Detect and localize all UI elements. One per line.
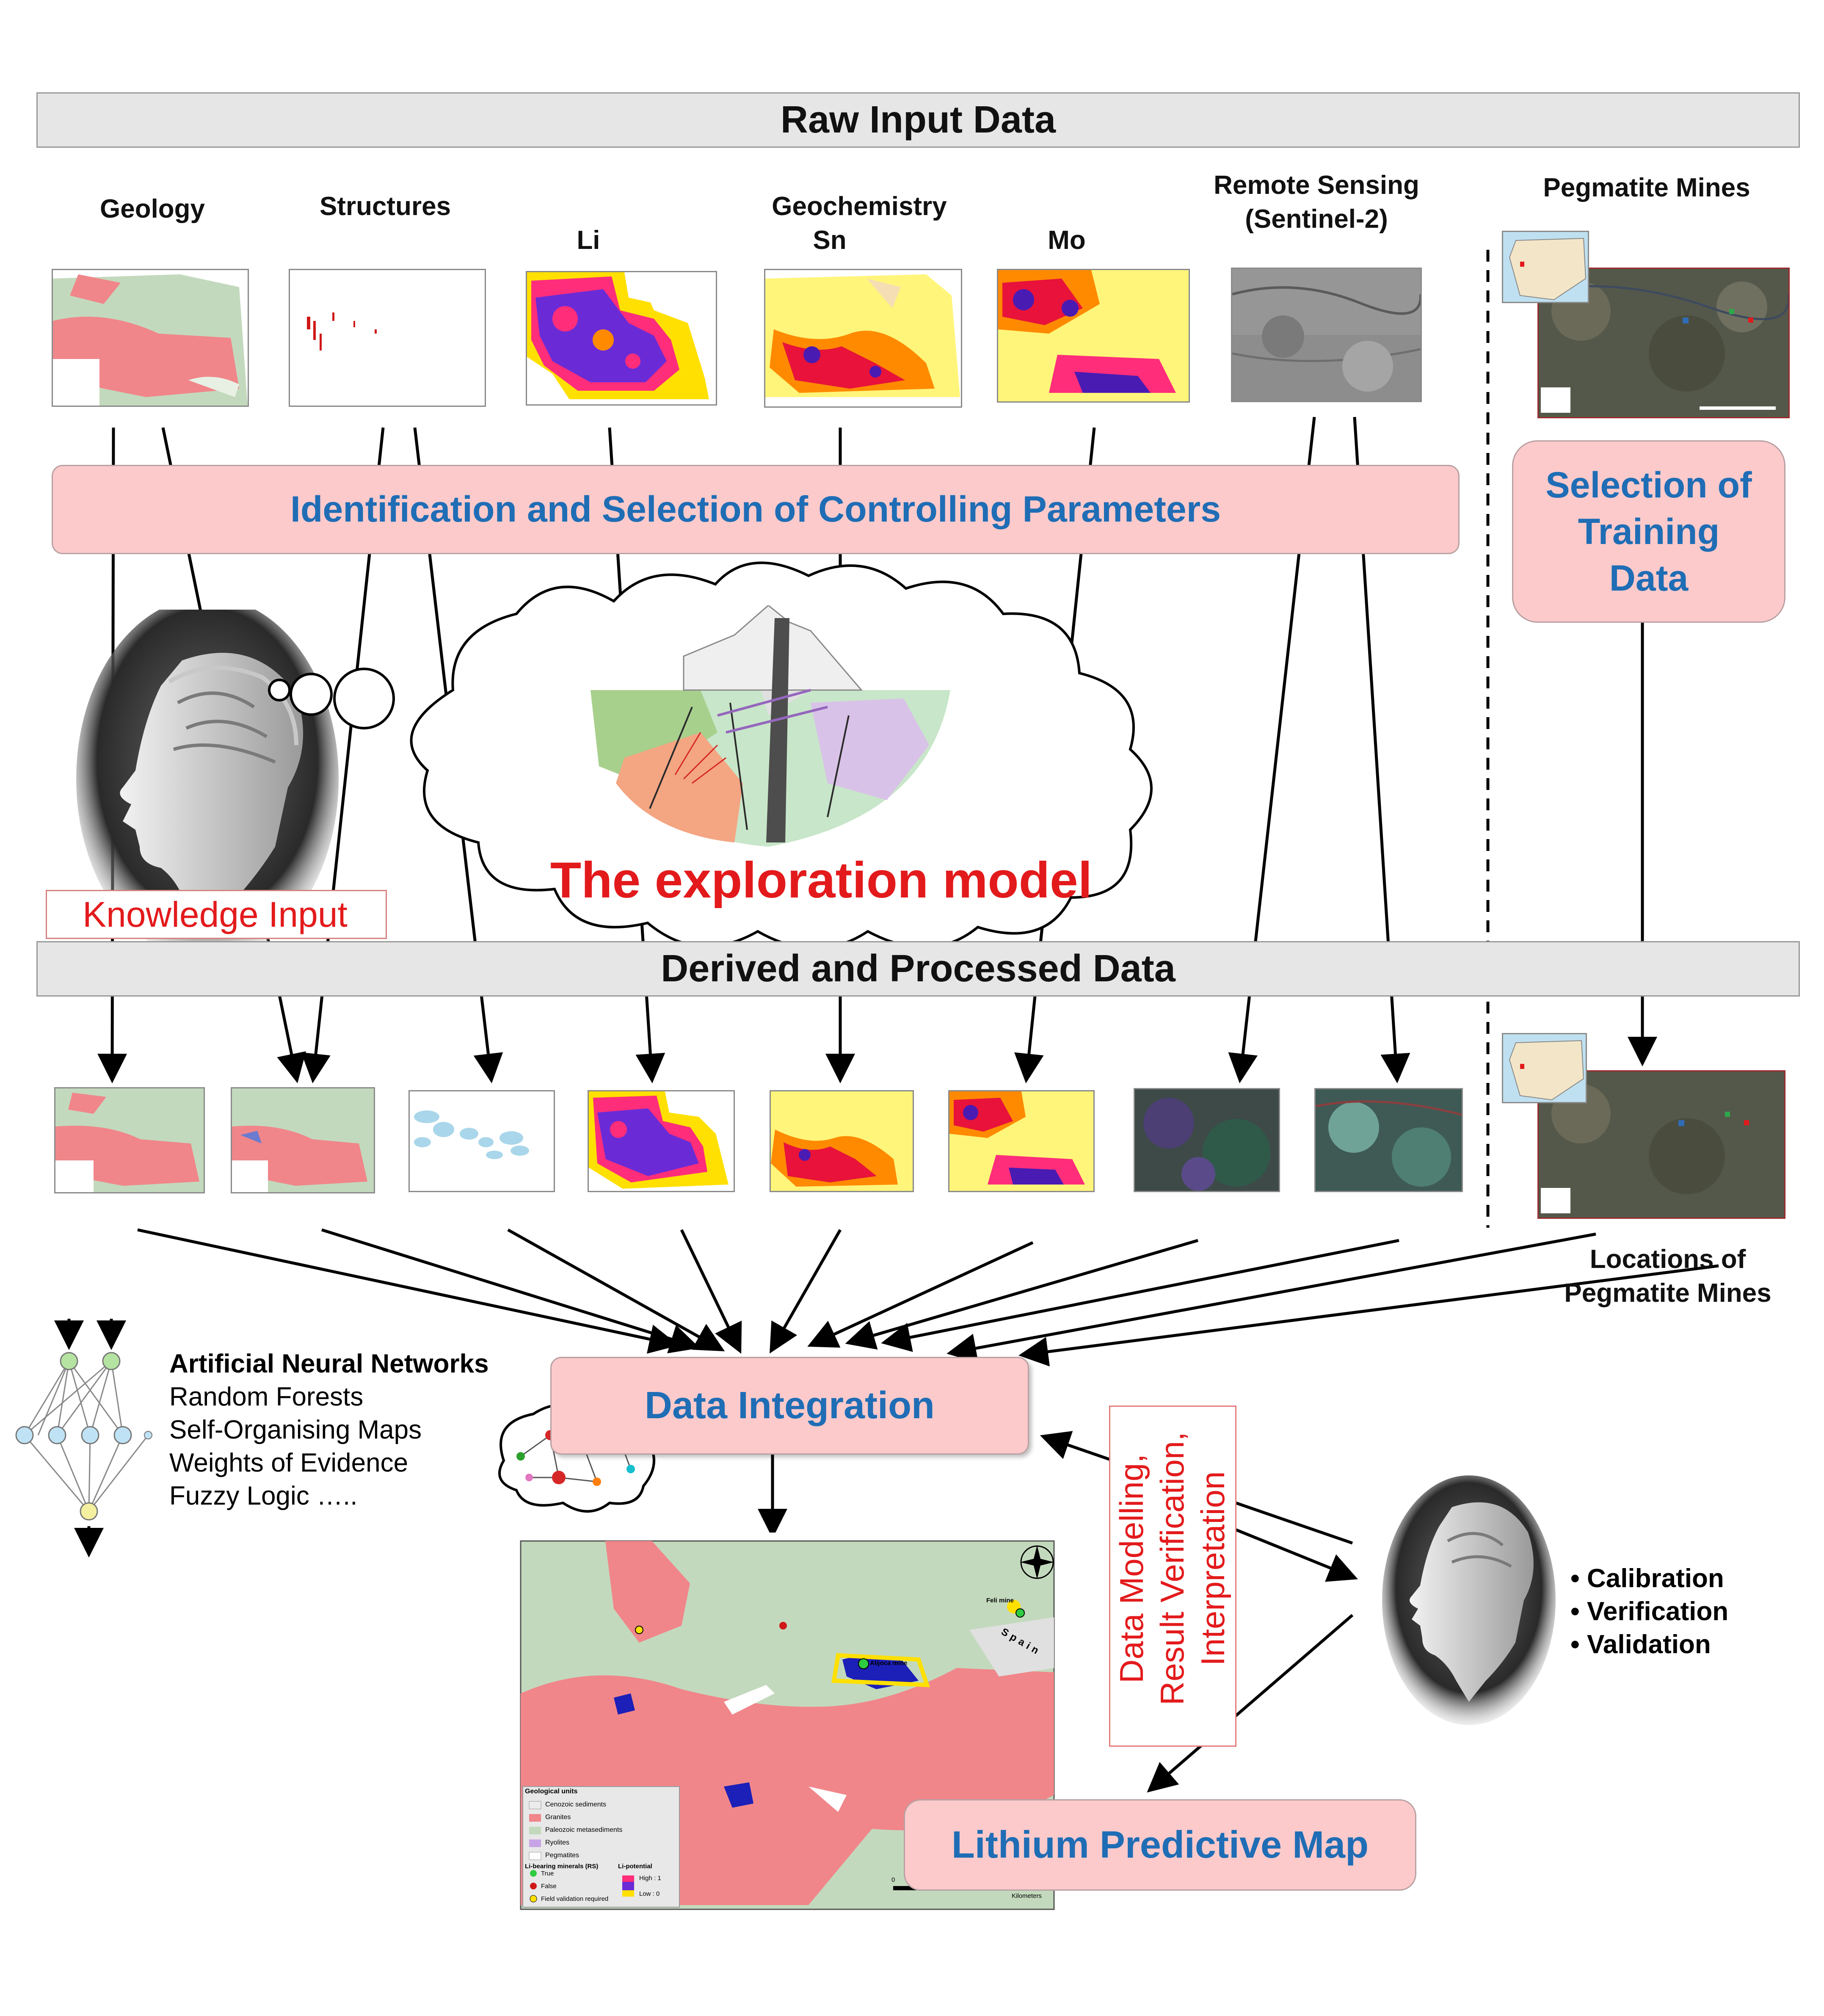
- methods-title: Artificial Neural Networks: [169, 1349, 489, 1378]
- bullet-text: Validation: [1587, 1630, 1711, 1659]
- geochemistry-label: Geochemistry: [772, 192, 947, 221]
- mo-label: Mo: [1048, 226, 1086, 255]
- bullet-text: Calibration: [1587, 1564, 1724, 1593]
- derived-pegmatite-mines-map: [1537, 1070, 1785, 1219]
- mineral-true: True: [541, 1870, 554, 1877]
- geology-map-thumbnail: [52, 269, 249, 407]
- training-line3: Data: [1609, 558, 1689, 599]
- scale-unit: Kilometers: [1012, 1892, 1042, 1900]
- bullet-verification: • Verification: [1570, 1597, 1729, 1626]
- knowledge-input-box: [46, 890, 387, 939]
- remote-sensing-label: Remote Sensing (Sentinel-2): [1185, 168, 1448, 236]
- geology-label: Geology: [99, 194, 205, 224]
- scale-0: 0: [891, 1876, 895, 1883]
- derived-sn-thumbnail: [770, 1090, 914, 1192]
- locations-line2: Pegmatite Mines: [1564, 1279, 1772, 1308]
- derived-li-thumbnail: [588, 1090, 735, 1192]
- potential-title: Li-potential: [618, 1863, 652, 1870]
- derived-lithology-thumbnail: [231, 1087, 375, 1193]
- remote-sensing-line2: (Sentinel-2): [1245, 204, 1388, 234]
- derived-geology-thumbnail: [54, 1087, 205, 1193]
- thought-bubbles: [268, 668, 395, 729]
- legend-unit: Granites: [545, 1814, 571, 1821]
- geological-cross-section-illustration: [591, 605, 950, 847]
- legend-unit: Paleozoic metasediments: [545, 1826, 623, 1834]
- structures-label: Structures: [319, 192, 451, 221]
- method-item: Random Forests: [169, 1382, 364, 1411]
- training-line1: Selection of: [1545, 464, 1752, 505]
- exploration-model-title: The exploration model: [550, 852, 1093, 909]
- minerals-title: Li-bearing minerals (RS): [525, 1863, 599, 1870]
- derived-structures-thumbnail: [408, 1090, 555, 1192]
- raw-input-banner: Raw Input Data: [36, 92, 1800, 148]
- modelling-line2: Result Verification,: [1153, 1432, 1191, 1705]
- data-integration-box: Data Integration: [550, 1357, 1029, 1455]
- sentinel2-image-thumbnail: [1231, 268, 1422, 402]
- derived-sentinel2-composite-2: [1314, 1088, 1463, 1192]
- training-line2: Training: [1578, 511, 1720, 552]
- methods-list: Artificial Neural Networks Random Forest…: [169, 1348, 550, 1513]
- structures-map-thumbnail: [289, 269, 486, 407]
- bullet-text: Verification: [1587, 1597, 1729, 1626]
- method-item: Self-Organising Maps: [169, 1415, 422, 1444]
- legend-unit: Pegmatites: [545, 1852, 579, 1859]
- modelling-line3: Interpretation: [1194, 1471, 1231, 1666]
- derived-sentinel2-composite-1: [1134, 1088, 1280, 1192]
- data-modelling-text: Data Modelling, Result Verification, Int…: [1111, 1399, 1234, 1738]
- validation-bullets: • Calibration • Verification • Validatio…: [1570, 1562, 1807, 1661]
- legend-unit: Ryolites: [545, 1839, 569, 1846]
- method-item: Weights of Evidence: [169, 1448, 408, 1477]
- iberia-inset-map: [1502, 231, 1589, 303]
- legend-title: Geological units: [525, 1788, 578, 1795]
- method-item: Fuzzy Logic …..: [169, 1481, 358, 1511]
- derived-mo-thumbnail: [948, 1090, 1095, 1192]
- sn-label: Sn: [813, 226, 847, 255]
- potential-high: High : 1: [639, 1875, 661, 1882]
- bullet-validation: • Validation: [1570, 1630, 1711, 1659]
- legend-unit: Cenozoic sediments: [545, 1801, 607, 1808]
- selection-training-data-box: Selection of Training Data: [1512, 440, 1785, 623]
- mine2-label: Alijoca mine: [870, 1660, 908, 1667]
- derived-iberia-inset-map: [1502, 1033, 1587, 1103]
- locations-pegmatite-label: Locations of Pegmatite Mines: [1532, 1243, 1803, 1310]
- mineral-false: False: [541, 1883, 557, 1890]
- li-label: Li: [577, 226, 600, 255]
- mo-geochemistry-thumbnail: [997, 269, 1190, 403]
- pegmatite-mines-label: Pegmatite Mines: [1543, 173, 1750, 202]
- li-geochemistry-thumbnail: [526, 271, 717, 406]
- neural-network-icon: [15, 1352, 152, 1521]
- locations-line1: Locations of: [1589, 1245, 1746, 1274]
- modelling-line1: Data Modelling,: [1113, 1454, 1150, 1683]
- human-head-validation: [1382, 1475, 1556, 1725]
- derived-data-banner: Derived and Processed Data: [36, 941, 1800, 997]
- bullet-calibration: • Calibration: [1570, 1564, 1724, 1593]
- mine1-label: Feli mine: [986, 1597, 1014, 1604]
- data-modelling-box: [1109, 1406, 1236, 1747]
- knowledge-input-label: Knowledge Input: [83, 895, 348, 934]
- remote-sensing-line1: Remote Sensing: [1214, 171, 1419, 200]
- identification-selection-box: Identification and Selection of Controll…: [52, 465, 1460, 554]
- lithium-predictive-map-box: Lithium Predictive Map: [904, 1799, 1416, 1891]
- mineral-field: Field validation required: [541, 1895, 609, 1903]
- potential-low: Low : 0: [639, 1890, 660, 1897]
- sn-geochemistry-thumbnail: [764, 269, 962, 408]
